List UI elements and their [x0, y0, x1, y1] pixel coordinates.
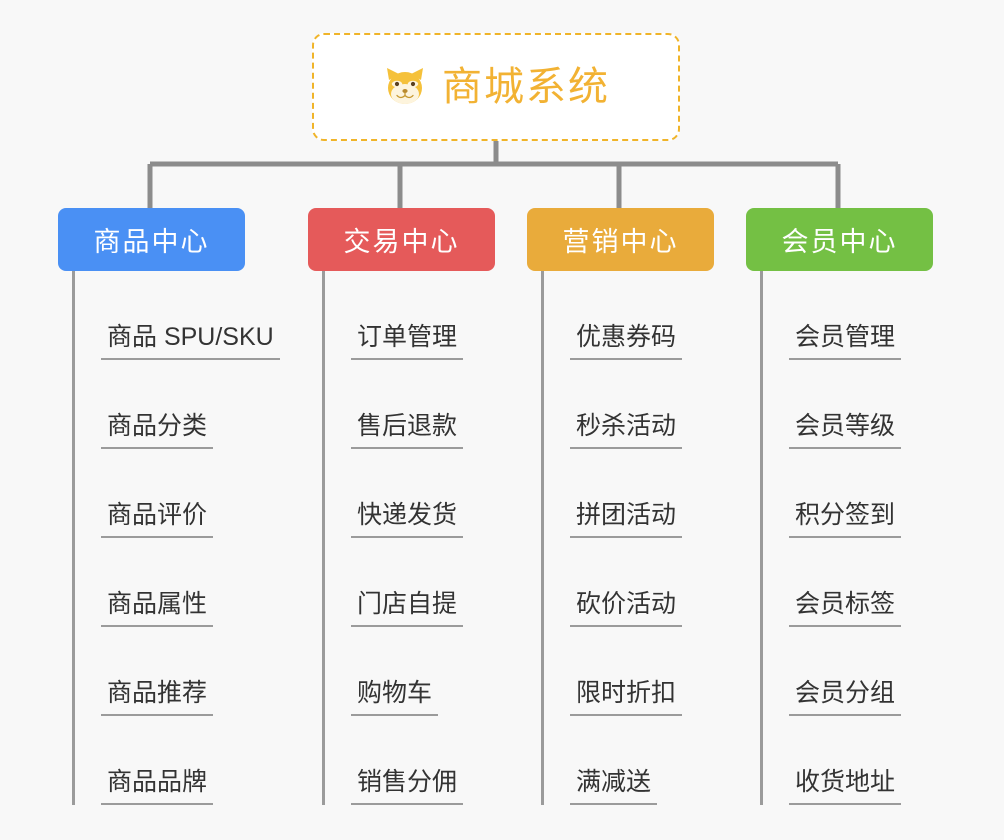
leaf-label: 商品评价	[101, 503, 214, 538]
branch-header-4[interactable]: 会员中心	[746, 208, 933, 271]
leaf-label: 商品属性	[101, 592, 214, 627]
leaf-list-1: 商品 SPU/SKU 商品分类 商品评价 商品属性 商品推荐 商品品牌	[72, 271, 280, 805]
leaf-label: 会员标签	[789, 592, 902, 627]
leaf-item[interactable]: 秒杀活动	[544, 360, 683, 449]
root-node[interactable]: 商城系统	[312, 33, 680, 141]
root-title: 商城系统	[442, 65, 610, 109]
branch-header-label-4: 会员中心	[781, 227, 898, 257]
branch-column-3: 营销中心 优惠券码 秒杀活动 拼团活动 砍价活动 限时折扣 满减送	[527, 208, 714, 805]
leaf-label: 商品品牌	[101, 770, 214, 805]
leaf-label: 积分签到	[789, 503, 902, 538]
leaf-item[interactable]: 购物车	[325, 627, 463, 716]
leaf-label: 收货地址	[789, 770, 902, 805]
leaf-label: 商品分类	[101, 414, 214, 449]
leaf-label: 销售分佣	[351, 770, 464, 805]
shiba-dog-face-icon	[382, 64, 428, 110]
branch-column-1: 商品中心 商品 SPU/SKU 商品分类 商品评价 商品属性 商品推荐 商品品牌	[58, 208, 280, 805]
leaf-label: 砍价活动	[570, 592, 683, 627]
leaf-label: 会员等级	[789, 414, 902, 449]
branch-header-2[interactable]: 交易中心	[308, 208, 495, 271]
leaf-list-4: 会员管理 会员等级 积分签到 会员标签 会员分组 收货地址	[760, 271, 902, 805]
leaf-item[interactable]: 商品评价	[75, 449, 280, 538]
leaf-label: 满减送	[570, 770, 658, 805]
leaf-item[interactable]: 商品推荐	[75, 627, 280, 716]
leaf-item[interactable]: 商品分类	[75, 360, 280, 449]
leaf-item[interactable]: 订单管理	[325, 271, 464, 360]
leaf-label: 优惠券码	[570, 325, 683, 360]
branch-column-2: 交易中心 订单管理 售后退款 快递发货 门店自提 购物车 销售分佣	[308, 208, 495, 805]
branch-header-3[interactable]: 营销中心	[527, 208, 714, 271]
leaf-item[interactable]: 积分签到	[763, 449, 902, 538]
leaf-label: 购物车	[351, 681, 439, 716]
branch-header-label-1: 商品中心	[93, 227, 210, 257]
leaf-item[interactable]: 商品 SPU/SKU	[75, 271, 280, 360]
leaf-label: 订单管理	[351, 325, 464, 360]
leaf-item[interactable]: 会员管理	[763, 271, 902, 360]
leaf-list-2: 订单管理 售后退款 快递发货 门店自提 购物车 销售分佣	[322, 271, 464, 805]
leaf-label: 售后退款	[351, 414, 464, 449]
leaf-label: 秒杀活动	[570, 414, 683, 449]
leaf-item[interactable]: 收货地址	[763, 716, 902, 805]
leaf-item[interactable]: 优惠券码	[544, 271, 683, 360]
leaf-item[interactable]: 会员等级	[763, 360, 902, 449]
leaf-item[interactable]: 砍价活动	[544, 538, 683, 627]
leaf-label: 快递发货	[351, 503, 464, 538]
leaf-item[interactable]: 商品属性	[75, 538, 280, 627]
leaf-label: 限时折扣	[570, 681, 683, 716]
leaf-label: 商品推荐	[101, 681, 214, 716]
leaf-item[interactable]: 商品品牌	[75, 716, 280, 805]
leaf-label: 会员管理	[789, 325, 902, 360]
leaf-label: 门店自提	[351, 592, 464, 627]
branch-header-label-2: 交易中心	[343, 227, 460, 257]
leaf-label: 会员分组	[789, 681, 902, 716]
branch-header-label-3: 营销中心	[562, 227, 679, 257]
leaf-item[interactable]: 会员标签	[763, 538, 902, 627]
leaf-item[interactable]: 限时折扣	[544, 627, 683, 716]
branch-column-4: 会员中心 会员管理 会员等级 积分签到 会员标签 会员分组 收货地址	[746, 208, 933, 805]
leaf-list-3: 优惠券码 秒杀活动 拼团活动 砍价活动 限时折扣 满减送	[541, 271, 683, 805]
leaf-item[interactable]: 满减送	[544, 716, 682, 805]
leaf-item[interactable]: 拼团活动	[544, 449, 683, 538]
leaf-label: 拼团活动	[570, 503, 683, 538]
branch-header-1[interactable]: 商品中心	[58, 208, 245, 271]
leaf-label: 商品 SPU/SKU	[101, 325, 280, 360]
leaf-item[interactable]: 售后退款	[325, 360, 464, 449]
leaf-item[interactable]: 会员分组	[763, 627, 902, 716]
leaf-item[interactable]: 销售分佣	[325, 716, 464, 805]
leaf-item[interactable]: 快递发货	[325, 449, 464, 538]
leaf-item[interactable]: 门店自提	[325, 538, 464, 627]
